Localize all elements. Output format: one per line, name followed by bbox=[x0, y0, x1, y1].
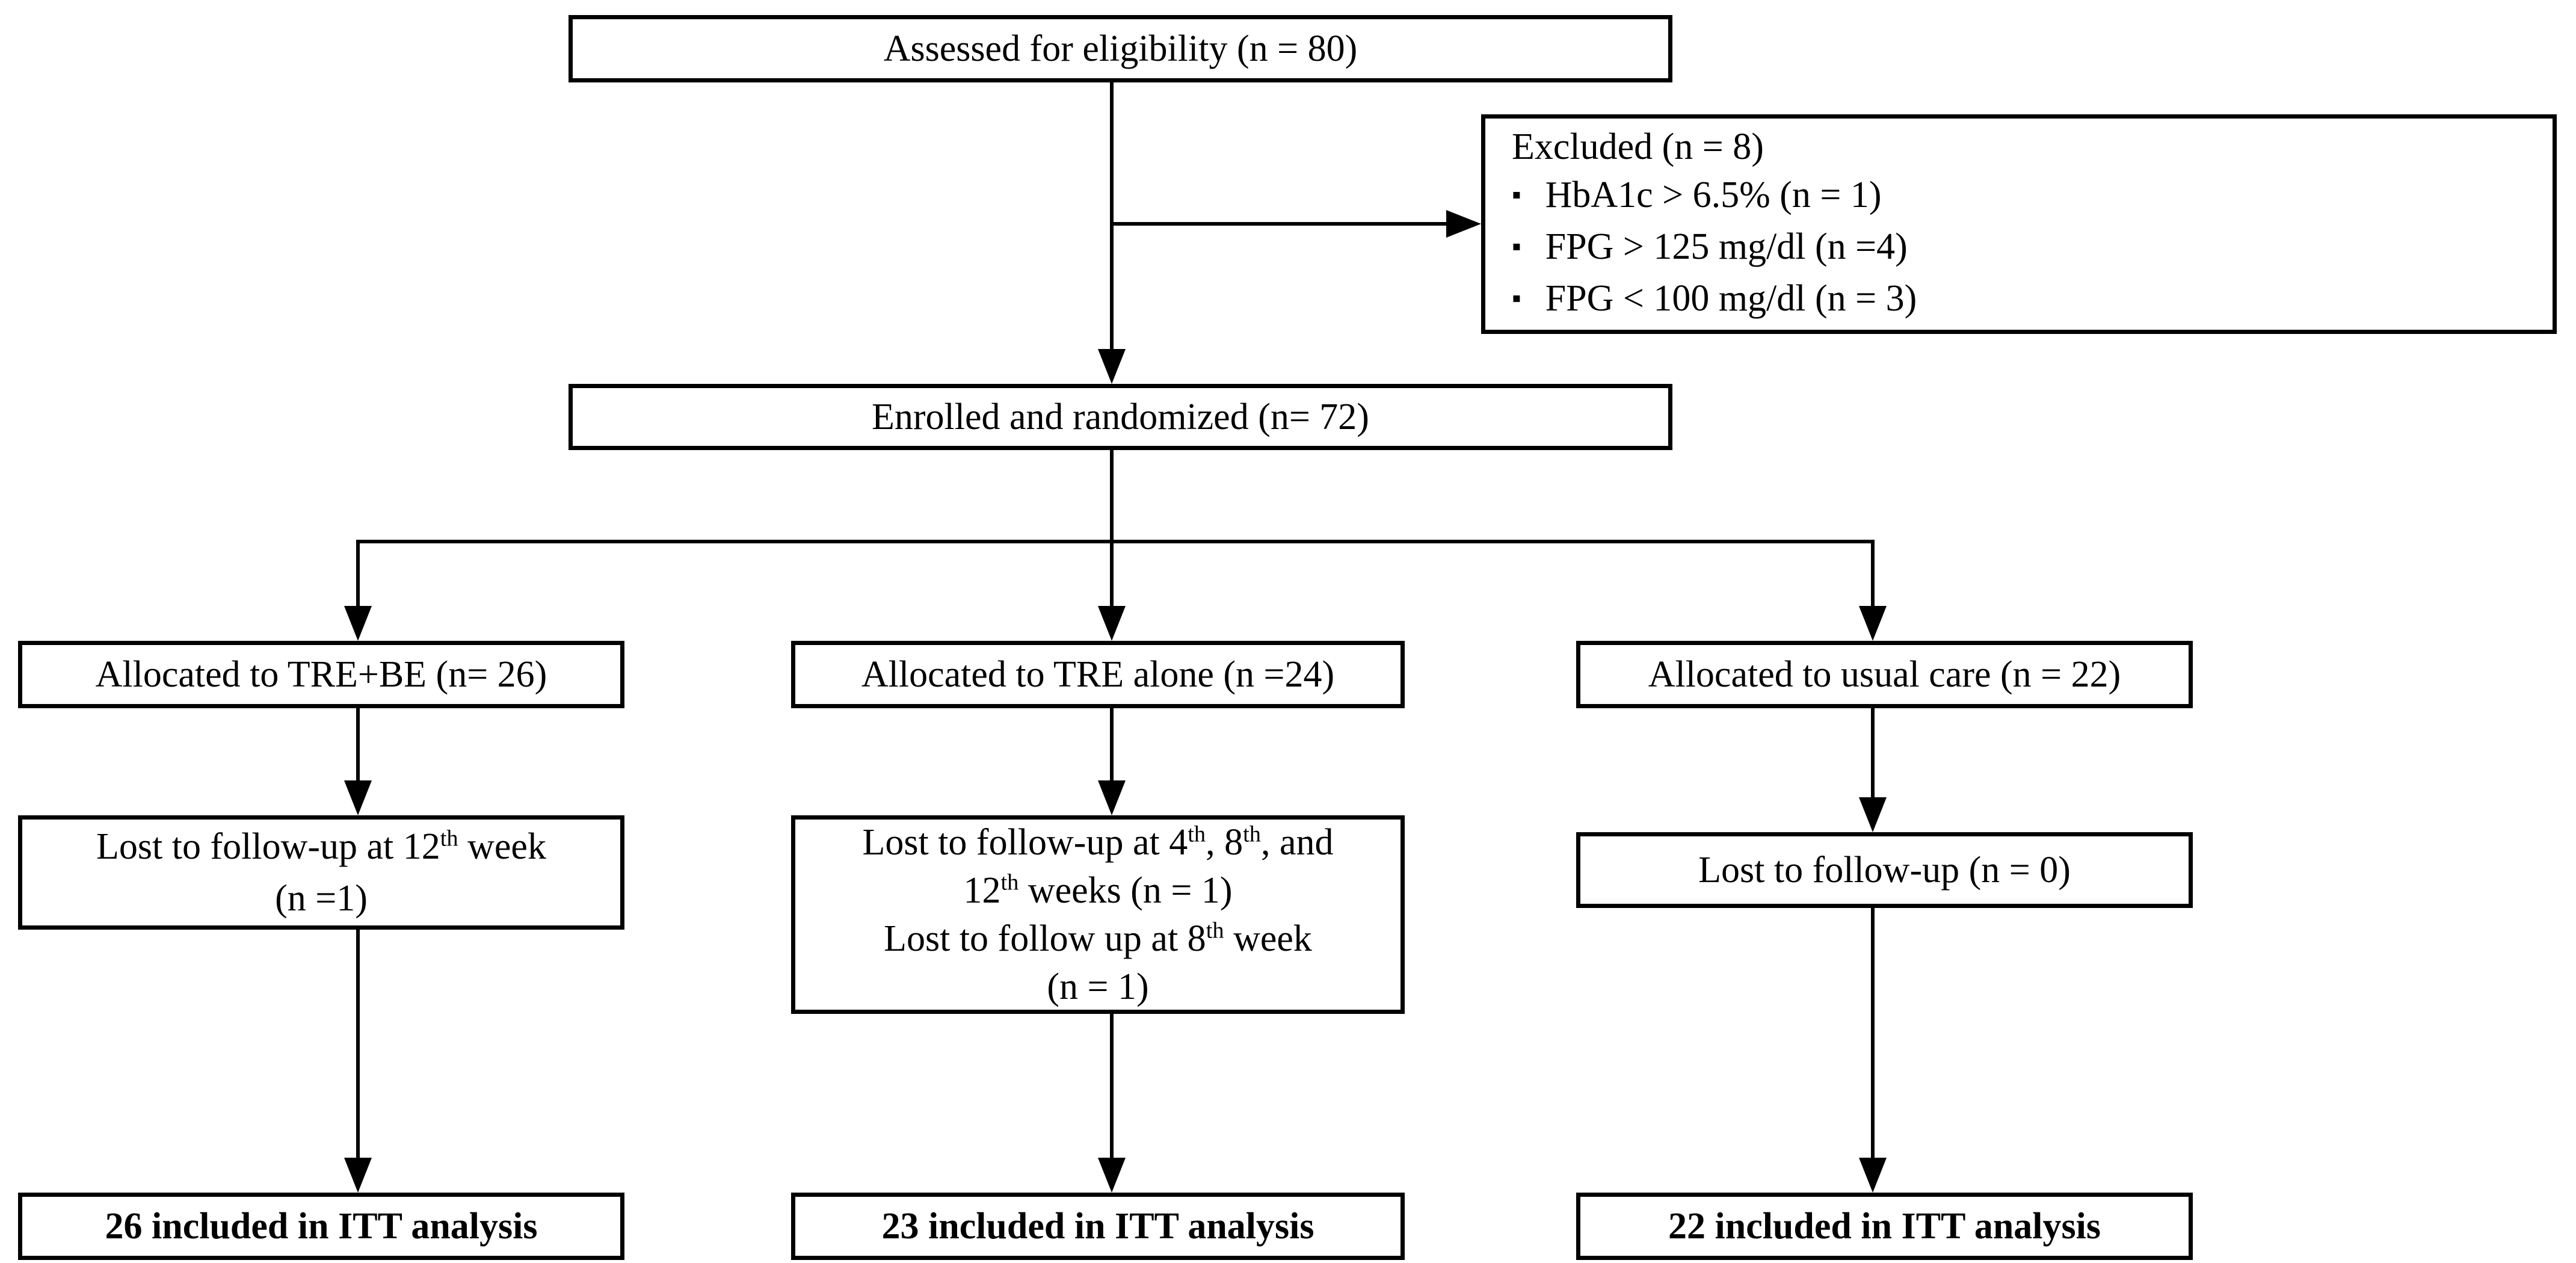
connector-to-excluded bbox=[1110, 222, 1447, 226]
lost-usual-care-text: Lost to follow-up (n = 0) bbox=[1698, 849, 2071, 891]
itt-tre-be-text: 26 included in ITT analysis bbox=[105, 1205, 538, 1247]
arrow-down-icon bbox=[1098, 1158, 1126, 1193]
arrow-down-icon bbox=[344, 606, 372, 641]
connector-lost-to-itt-tre-be bbox=[356, 930, 360, 1158]
lost-tre-be-text: Lost to follow-up at 12th week(n =1) bbox=[96, 826, 546, 919]
arrow-down-icon bbox=[344, 780, 372, 815]
connector-branch-to-tre-alone bbox=[1110, 543, 1114, 606]
box-allocated-usual-care: Allocated to usual care (n = 22) bbox=[1576, 641, 2193, 708]
arrow-right-icon bbox=[1446, 210, 1481, 238]
box-itt-tre-alone: 23 included in ITT analysis bbox=[791, 1193, 1405, 1260]
box-itt-usual-care: 22 included in ITT analysis bbox=[1576, 1193, 2193, 1260]
connector-tre-alone-to-lost bbox=[1110, 708, 1114, 780]
arrow-down-icon bbox=[1859, 797, 1887, 832]
bullet-square-icon: ▪ bbox=[1512, 179, 1521, 209]
exclusion-reason-item: ▪ FPG > 125 mg/dl (n =4) bbox=[1512, 223, 1908, 274]
itt-usual-care-text: 22 included in ITT analysis bbox=[1668, 1205, 2101, 1247]
box-allocated-tre-alone: Allocated to TRE alone (n =24) bbox=[791, 641, 1405, 708]
arrow-down-icon bbox=[1098, 780, 1126, 815]
exclusion-reason-item: ▪ HbA1c > 6.5% (n = 1) bbox=[1512, 171, 1882, 223]
arrow-down-icon bbox=[1859, 606, 1887, 641]
exclusion-reason-item: ▪ FPG < 100 mg/dl (n = 3) bbox=[1512, 274, 1917, 326]
connector-branch-to-tre-be bbox=[356, 540, 360, 606]
box-itt-tre-be: 26 included in ITT analysis bbox=[18, 1193, 624, 1260]
arrow-down-icon bbox=[1098, 349, 1126, 384]
box-allocated-tre-be: Allocated to TRE+BE (n= 26) bbox=[18, 641, 624, 708]
itt-tre-alone-text: 23 included in ITT analysis bbox=[881, 1205, 1314, 1247]
bullet-square-icon: ▪ bbox=[1512, 231, 1521, 261]
box-excluded: Excluded (n = 8) ▪ HbA1c > 6.5% (n = 1) … bbox=[1481, 114, 2557, 334]
branch-bar bbox=[356, 540, 1875, 543]
box-lost-usual-care: Lost to follow-up (n = 0) bbox=[1576, 832, 2193, 908]
box-assessed-eligibility: Assessed for eligibility (n = 80) bbox=[569, 15, 1672, 82]
enrolled-randomized-text: Enrolled and randomized (n= 72) bbox=[872, 396, 1369, 437]
arrow-down-icon bbox=[1098, 606, 1126, 641]
excluded-title: Excluded (n = 8) bbox=[1512, 126, 1764, 167]
allocated-tre-alone-text: Allocated to TRE alone (n =24) bbox=[861, 653, 1335, 695]
box-lost-tre-be: Lost to follow-up at 12th week(n =1) bbox=[18, 815, 624, 930]
arrow-down-icon bbox=[344, 1158, 372, 1193]
connector-branch-to-usual-care bbox=[1871, 540, 1875, 606]
assessed-eligibility-text: Assessed for eligibility (n = 80) bbox=[883, 28, 1358, 69]
bullet-square-icon: ▪ bbox=[1512, 283, 1521, 313]
exclusion-reason-text: HbA1c > 6.5% (n = 1) bbox=[1545, 174, 1882, 215]
allocated-tre-be-text: Allocated to TRE+BE (n= 26) bbox=[95, 653, 547, 695]
connector-lost-to-itt-tre-alone bbox=[1110, 1014, 1114, 1158]
connector-enrolled-to-branch bbox=[1110, 450, 1114, 543]
connector-lost-to-itt-usual-care bbox=[1871, 908, 1875, 1158]
connector-assessed-to-enrolled bbox=[1110, 82, 1114, 349]
exclusion-reason-text: FPG > 125 mg/dl (n =4) bbox=[1545, 226, 1908, 267]
box-enrolled-randomized: Enrolled and randomized (n= 72) bbox=[569, 384, 1672, 450]
connector-tre-be-to-lost bbox=[356, 708, 360, 780]
allocated-usual-care-text: Allocated to usual care (n = 22) bbox=[1648, 653, 2121, 695]
connector-usual-care-to-lost bbox=[1871, 708, 1875, 797]
exclusion-reason-text: FPG < 100 mg/dl (n = 3) bbox=[1545, 277, 1917, 319]
arrow-down-icon bbox=[1859, 1158, 1887, 1193]
